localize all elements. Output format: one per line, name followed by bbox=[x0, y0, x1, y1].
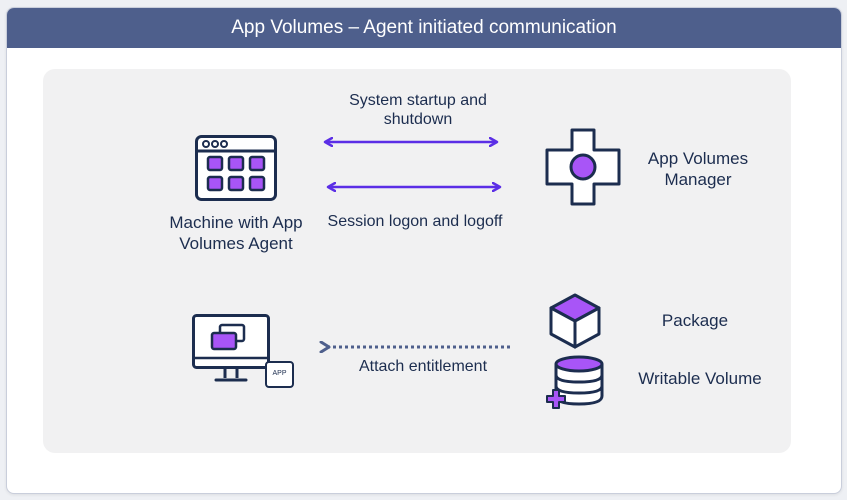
manager-label: App Volumes Manager bbox=[647, 149, 749, 189]
package-label: Package bbox=[661, 311, 729, 330]
cross-gear-icon bbox=[545, 128, 621, 206]
writable-volume-label: Writable Volume bbox=[638, 369, 762, 388]
attach-entitlement-label: Attach entitlement bbox=[358, 358, 488, 375]
machine-label: Machine with App Volumes Agent bbox=[169, 213, 303, 253]
system-startup-label: System startup and shutdown bbox=[349, 92, 487, 128]
database-plus-icon bbox=[546, 355, 604, 409]
diagram-title-bar: App Volumes – Agent initiated communicat… bbox=[7, 8, 841, 48]
diagram-title: App Volumes – Agent initiated communicat… bbox=[231, 17, 617, 38]
app-grid-window-icon bbox=[195, 135, 277, 201]
desktop-monitor-icon bbox=[192, 314, 294, 388]
cube-icon bbox=[549, 293, 601, 349]
diagram-panel bbox=[43, 69, 791, 453]
app-badge-label: APP bbox=[272, 370, 287, 377]
session-logon-label: Session logon and logoff bbox=[327, 213, 503, 230]
